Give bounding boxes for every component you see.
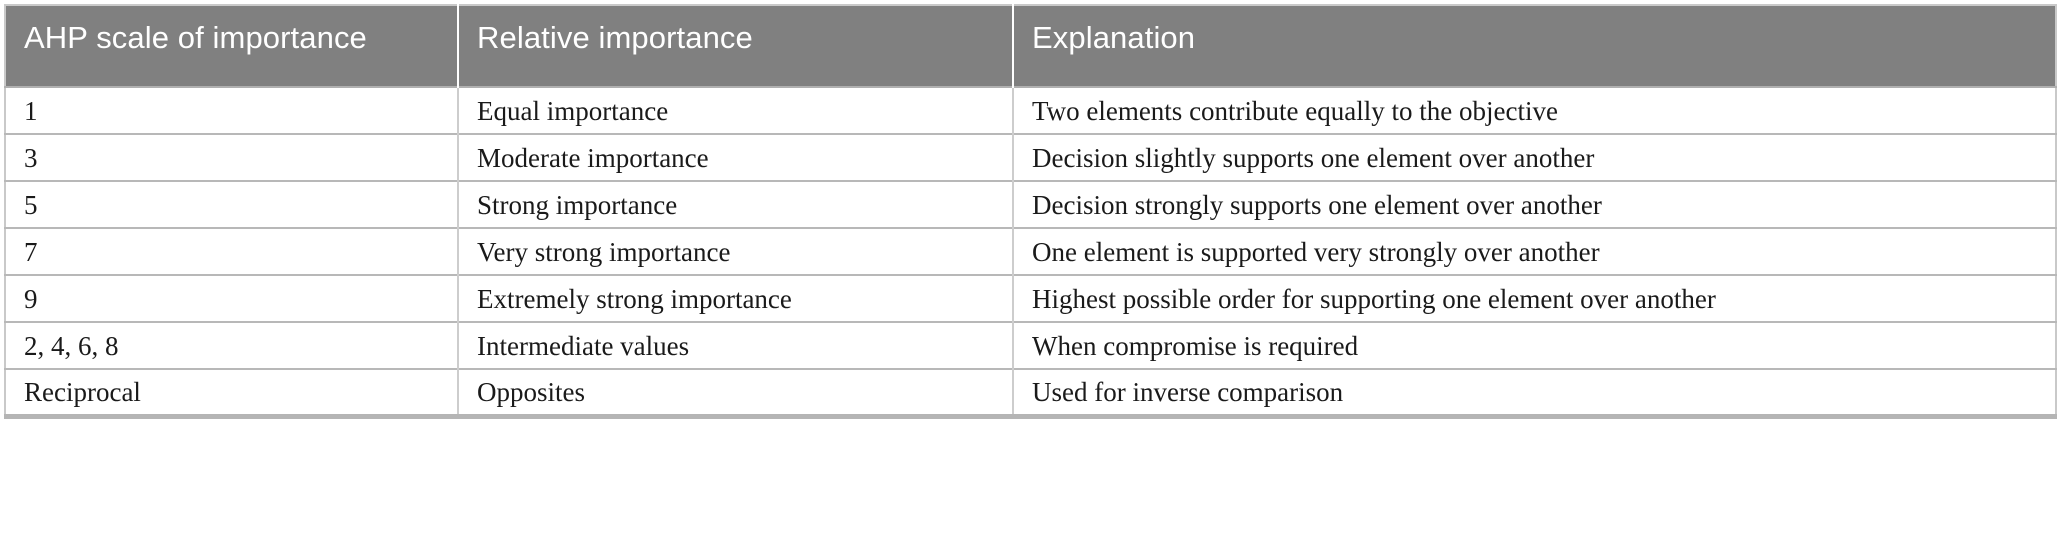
- cell-explanation: One element is supported very strongly o…: [1013, 227, 2056, 275]
- cell-explanation: When compromise is required: [1013, 321, 2056, 369]
- cell-importance: Equal importance: [458, 86, 1014, 134]
- cell-explanation: Decision slightly supports one element o…: [1013, 133, 2056, 181]
- table-body: 1 Equal importance Two elements contribu…: [5, 86, 2056, 417]
- cell-scale: 1: [5, 86, 459, 134]
- table-row: 9 Extremely strong importance Highest po…: [5, 274, 2056, 322]
- table-row: 5 Strong importance Decision strongly su…: [5, 180, 2056, 228]
- cell-explanation: Decision strongly supports one element o…: [1013, 180, 2056, 228]
- table-row: Reciprocal Opposites Used for inverse co…: [5, 368, 2056, 417]
- cell-explanation: Highest possible order for supporting on…: [1013, 274, 2056, 322]
- cell-scale: 9: [5, 274, 459, 322]
- cell-importance: Intermediate values: [458, 321, 1014, 369]
- table-header-row: AHP scale of importance Relative importa…: [5, 5, 2056, 87]
- cell-explanation: Two elements contribute equally to the o…: [1013, 86, 2056, 134]
- column-header-explanation: Explanation: [1013, 5, 2056, 87]
- table-row: 7 Very strong importance One element is …: [5, 227, 2056, 275]
- table-header: AHP scale of importance Relative importa…: [5, 5, 2056, 87]
- cell-explanation: Used for inverse comparison: [1013, 368, 2056, 417]
- cell-importance: Very strong importance: [458, 227, 1014, 275]
- cell-importance: Extremely strong importance: [458, 274, 1014, 322]
- table-row: 2, 4, 6, 8 Intermediate values When comp…: [5, 321, 2056, 369]
- cell-scale: 7: [5, 227, 459, 275]
- ahp-scale-table: AHP scale of importance Relative importa…: [4, 4, 2057, 419]
- table-row: 1 Equal importance Two elements contribu…: [5, 86, 2056, 134]
- cell-scale: 5: [5, 180, 459, 228]
- cell-importance: Moderate importance: [458, 133, 1014, 181]
- cell-scale: 3: [5, 133, 459, 181]
- cell-scale: Reciprocal: [5, 368, 459, 417]
- column-header-ahp-scale-of-importance: AHP scale of importance: [5, 5, 459, 87]
- cell-scale: 2, 4, 6, 8: [5, 321, 459, 369]
- cell-importance: Opposites: [458, 368, 1014, 417]
- table-row: 3 Moderate importance Decision slightly …: [5, 133, 2056, 181]
- column-header-relative-importance: Relative importance: [458, 5, 1014, 87]
- cell-importance: Strong importance: [458, 180, 1014, 228]
